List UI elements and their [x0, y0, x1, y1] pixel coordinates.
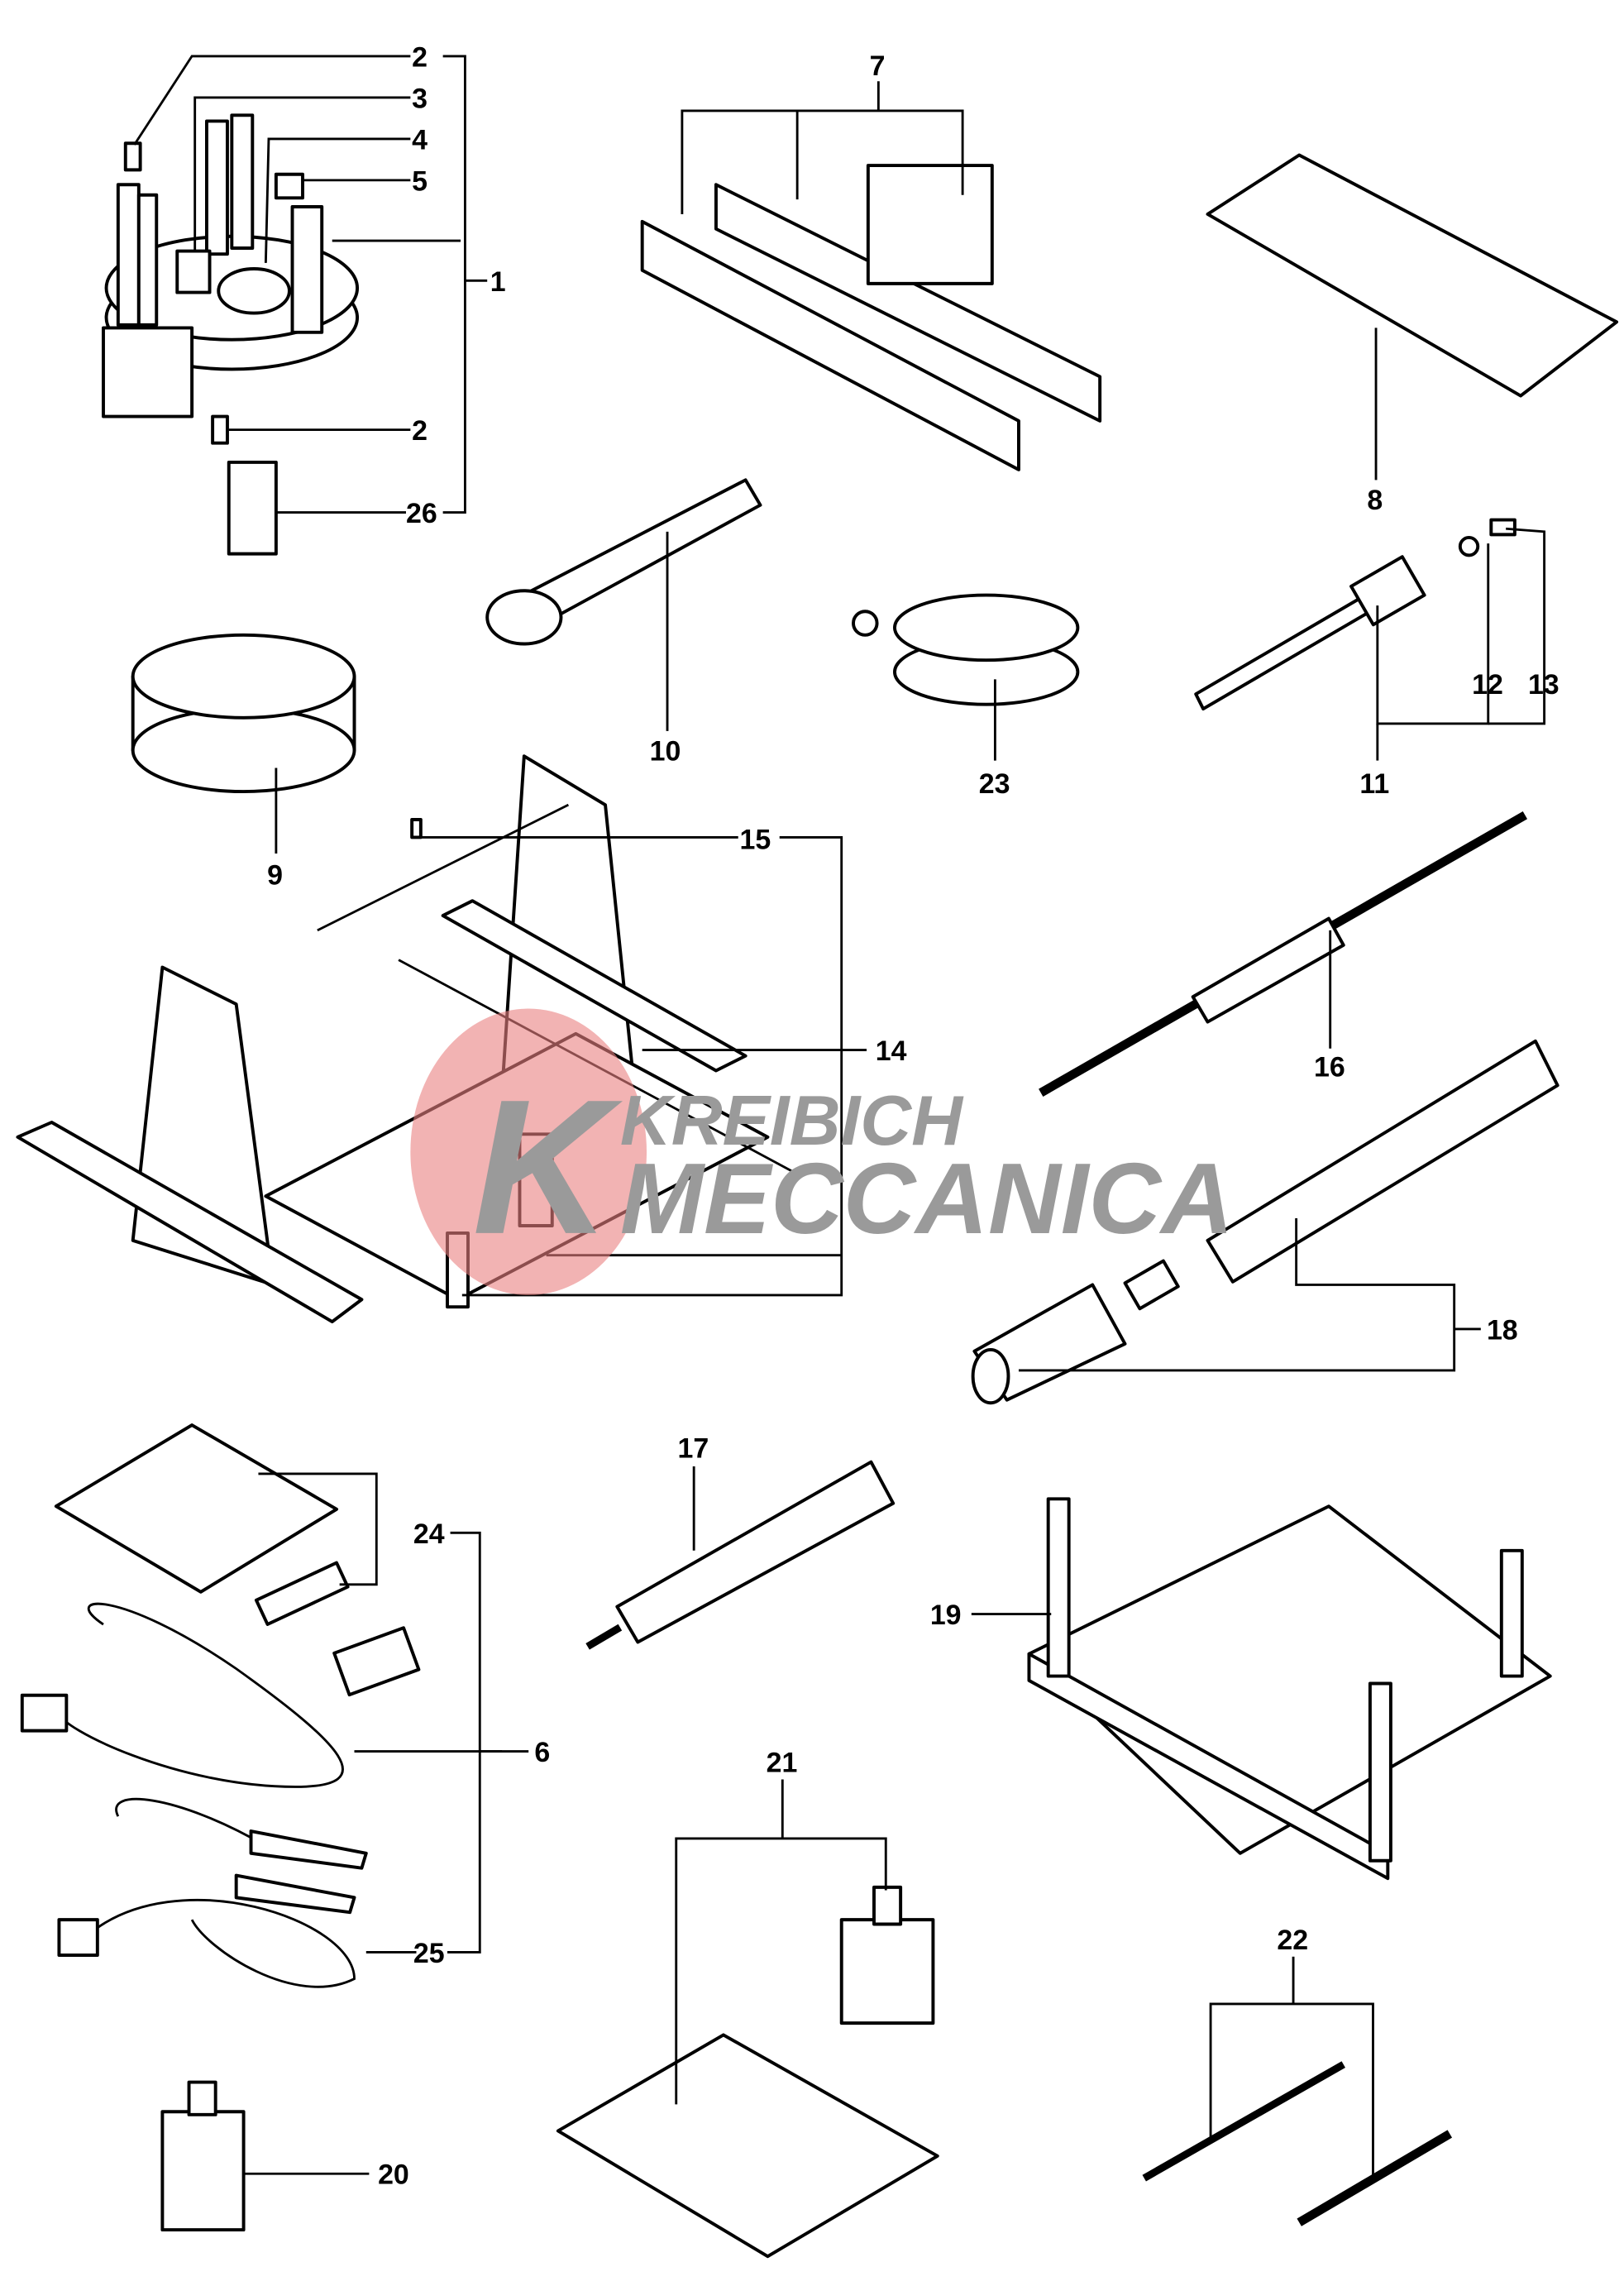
label-26: 26: [406, 498, 437, 529]
label-4: 4: [412, 124, 427, 155]
part-22-rods: [1142, 1956, 1453, 2226]
part-18-tool: [971, 1039, 1560, 1405]
label-7: 7: [870, 50, 886, 82]
label-13: 13: [1528, 669, 1560, 701]
callout-labels: 2 3 4 5 1 2 26 7 8 10 23 12 13 11 9 15 1…: [267, 41, 1559, 2190]
part-23-ring: [852, 593, 1080, 761]
part-7-rails: [640, 81, 1102, 471]
label-5: 5: [412, 165, 427, 197]
part-21-plate-clamp: [556, 1779, 939, 2259]
label-18: 18: [1487, 1314, 1518, 1346]
label-25: 25: [413, 1938, 445, 1969]
watermark-logo: K KREIBICH MECCANICA: [410, 1008, 1234, 1295]
label-3: 3: [412, 83, 427, 114]
label-15: 15: [740, 825, 771, 856]
label-8: 8: [1367, 485, 1383, 516]
part-24-manual-usb: [54, 1423, 378, 1626]
watermark-line1: KREIBICH: [620, 1081, 964, 1160]
watermark-line2: MECCANICA: [620, 1142, 1234, 1255]
label-9: 9: [267, 860, 283, 892]
label-16: 16: [1314, 1052, 1345, 1083]
watermark-k: K: [472, 1060, 623, 1275]
part-10-wrench: [485, 478, 762, 731]
label-23: 23: [979, 768, 1010, 800]
label-2: 2: [412, 41, 427, 73]
label-1: 1: [490, 266, 506, 298]
label-12: 12: [1472, 669, 1503, 701]
part-19-frame: [971, 1497, 1552, 1881]
part-17-tool: [585, 1460, 896, 1650]
label-14: 14: [876, 1035, 907, 1067]
label-19: 19: [930, 1600, 962, 1631]
label-24: 24: [413, 1518, 445, 1550]
part-11-puller: [1194, 518, 1546, 761]
part-9-cup: [131, 633, 356, 854]
part-25-cable: [57, 1531, 503, 1988]
label-17: 17: [678, 1432, 709, 1464]
label-20: 20: [378, 2159, 409, 2191]
part-6-cable: [20, 1602, 529, 1788]
leaders-1: [133, 55, 488, 514]
label-6: 6: [534, 1737, 550, 1768]
part-20-clamp: [160, 2080, 370, 2232]
label-22: 22: [1277, 1925, 1308, 1956]
part-1-fixture: [102, 113, 360, 556]
label-11: 11: [1359, 768, 1389, 800]
part-8-plate: [1206, 153, 1619, 398]
label-10: 10: [650, 736, 681, 768]
label-2b: 2: [412, 415, 427, 447]
label-21: 21: [767, 1748, 798, 1779]
part-16-rod: [1039, 811, 1528, 1097]
